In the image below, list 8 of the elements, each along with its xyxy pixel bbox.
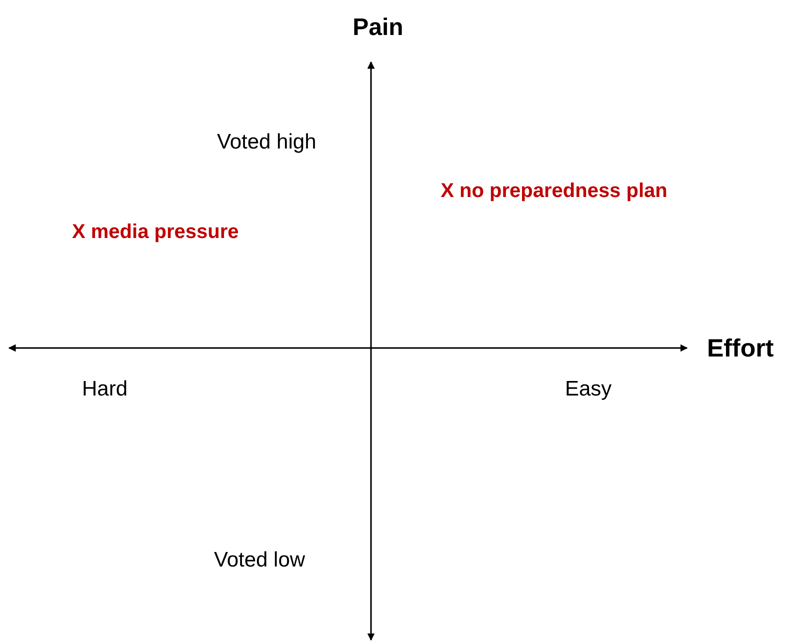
axis-end-label: Easy (565, 376, 612, 402)
quadrant-note: X media pressure (72, 220, 239, 245)
axis-end-label: Voted high (217, 129, 316, 156)
axis-end-label: Voted low (214, 547, 306, 574)
axis-title: Effort (707, 333, 774, 364)
axis-title: Pain (352, 13, 404, 43)
axis-end-label: Hard (82, 376, 128, 402)
quadrant-note: X no preparedness plan (440, 179, 668, 204)
